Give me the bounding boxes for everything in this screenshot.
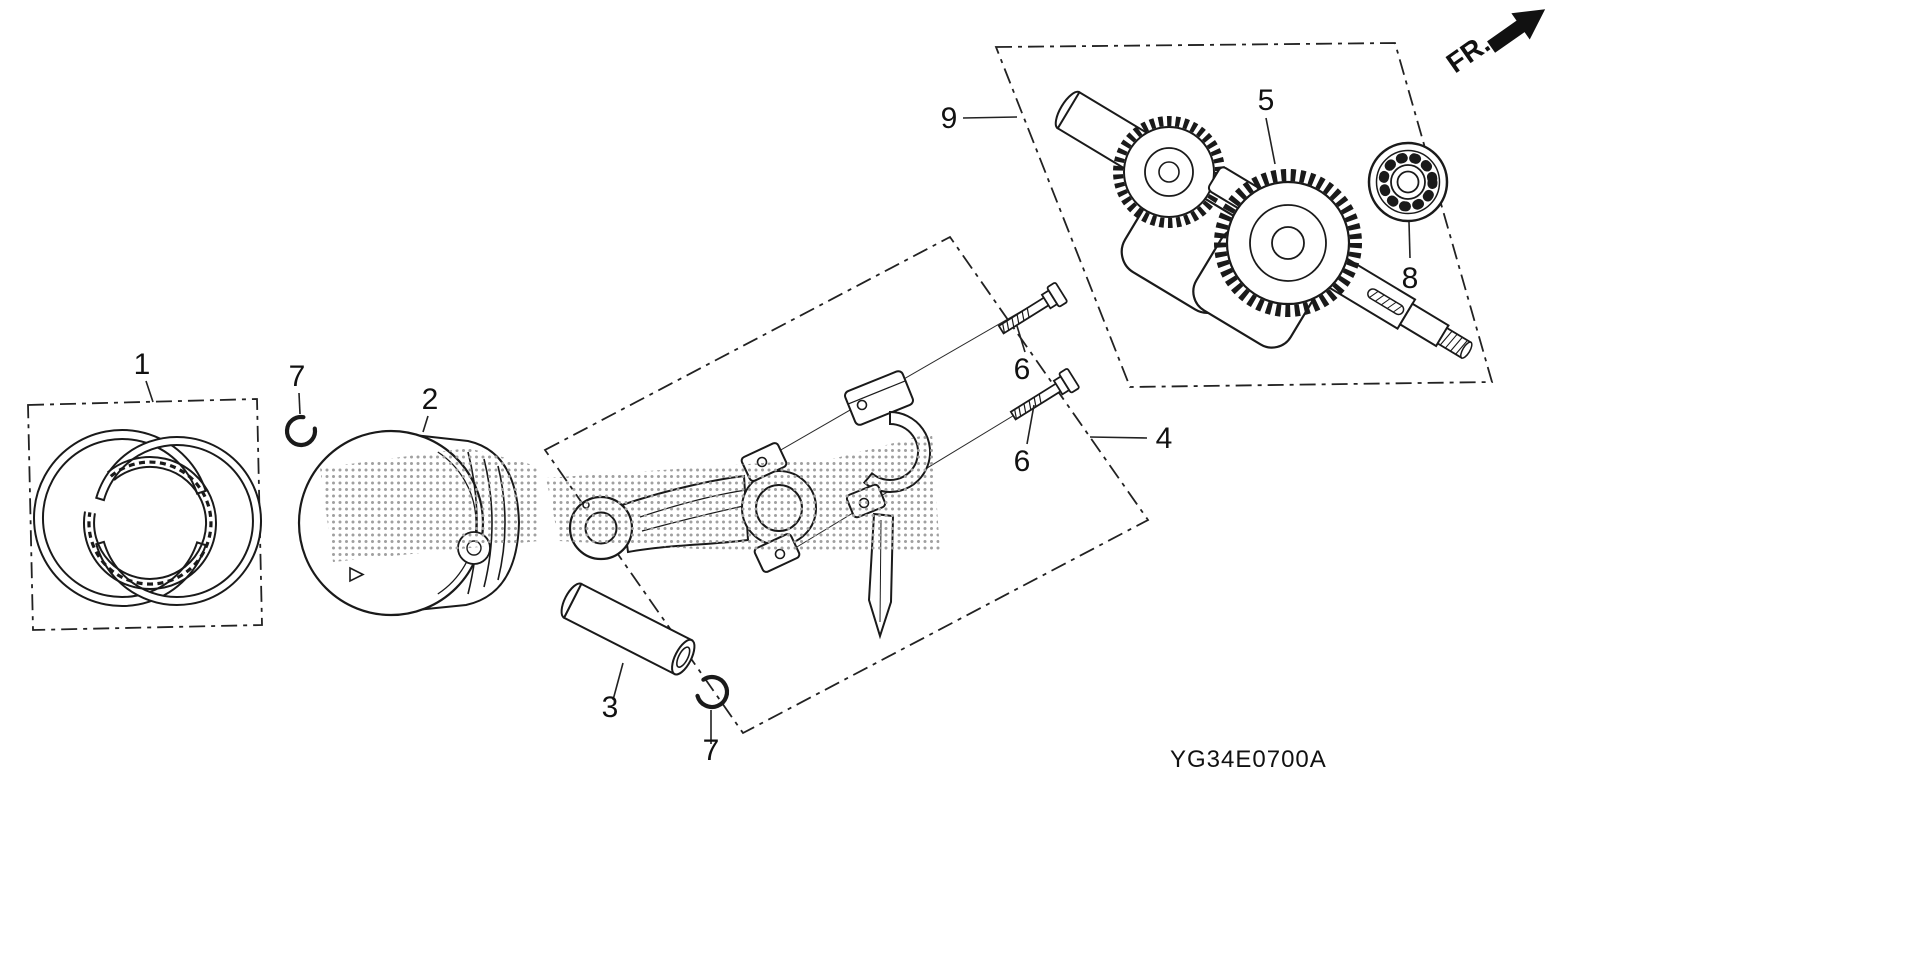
- callout-1-label[interactable]: 1: [134, 348, 151, 381]
- callout-6-upper-label[interactable]: 6: [1014, 353, 1031, 386]
- callout-pin-clip-upper: 7: [289, 360, 306, 415]
- leader-line-9: [962, 116, 1018, 119]
- callout-9-label[interactable]: 9: [941, 102, 958, 135]
- leader-line-1: [145, 380, 154, 403]
- halftone-shading: [320, 433, 940, 562]
- fr-direction-indicator: FR.: [1441, 9, 1546, 79]
- oil-ring-illustration: [83, 455, 217, 590]
- leader-line-4: [1089, 436, 1148, 439]
- leader-line-6-upper: [1016, 325, 1026, 353]
- callout-8-label[interactable]: 8: [1402, 262, 1419, 295]
- piston-front-mark: [349, 566, 365, 583]
- callout-pin-clip-lower: 7: [703, 710, 720, 767]
- leader-line-3: [612, 662, 624, 701]
- fr-arrow-icon: [1487, 9, 1546, 53]
- piston-ring-set-illustration: [33, 429, 262, 607]
- callout-piston: 2: [422, 383, 439, 433]
- leader-line-7-upper: [298, 392, 301, 415]
- callout-rod-bolt-lower: 6: [1014, 404, 1035, 478]
- drive-gear-illustration: [1214, 169, 1362, 317]
- callout-rod-bolt-upper: 6: [1014, 325, 1031, 386]
- callout-5-label[interactable]: 5: [1258, 84, 1275, 117]
- callout-bearing: 8: [1402, 221, 1419, 295]
- callout-4-label[interactable]: 4: [1156, 422, 1173, 455]
- group-box-crankshaft: [994, 42, 1494, 388]
- ball-bearing-illustration: [1367, 141, 1449, 223]
- leader-line-6-lower: [1026, 404, 1035, 445]
- piston-pin-illustration: [560, 582, 696, 676]
- leader-line-5: [1265, 117, 1276, 165]
- callout-piston-pin: 3: [602, 662, 624, 724]
- group-box-connecting-rod: [543, 235, 1150, 735]
- callout-7-upper-label[interactable]: 7: [289, 360, 306, 393]
- timing-gear-illustration: [1113, 116, 1225, 228]
- diagram-code-label: YG34E0700A: [1170, 746, 1327, 773]
- callout-ring-set: 1: [134, 348, 154, 403]
- rod-bolt-upper-illustration: [994, 281, 1069, 341]
- circlip-top-illustration: [284, 414, 318, 448]
- fr-label: FR.: [1441, 28, 1496, 79]
- callout-2-label[interactable]: 2: [422, 383, 439, 416]
- group-box-ring-set: [27, 398, 263, 631]
- callout-3-label[interactable]: 3: [602, 691, 619, 724]
- crankshaft-illustration: [1054, 90, 1473, 360]
- callout-drive-gear: 5: [1258, 84, 1276, 165]
- leader-line-8: [1408, 221, 1411, 259]
- callout-6-lower-label[interactable]: 6: [1014, 445, 1031, 478]
- callout-connecting-rod-group: 4: [1089, 422, 1173, 455]
- leader-line-2: [422, 415, 429, 433]
- circlip-bottom-illustration: [695, 674, 730, 710]
- callout-crankshaft-group: 9: [941, 102, 1018, 135]
- callout-7-lower-label[interactable]: 7: [703, 734, 720, 767]
